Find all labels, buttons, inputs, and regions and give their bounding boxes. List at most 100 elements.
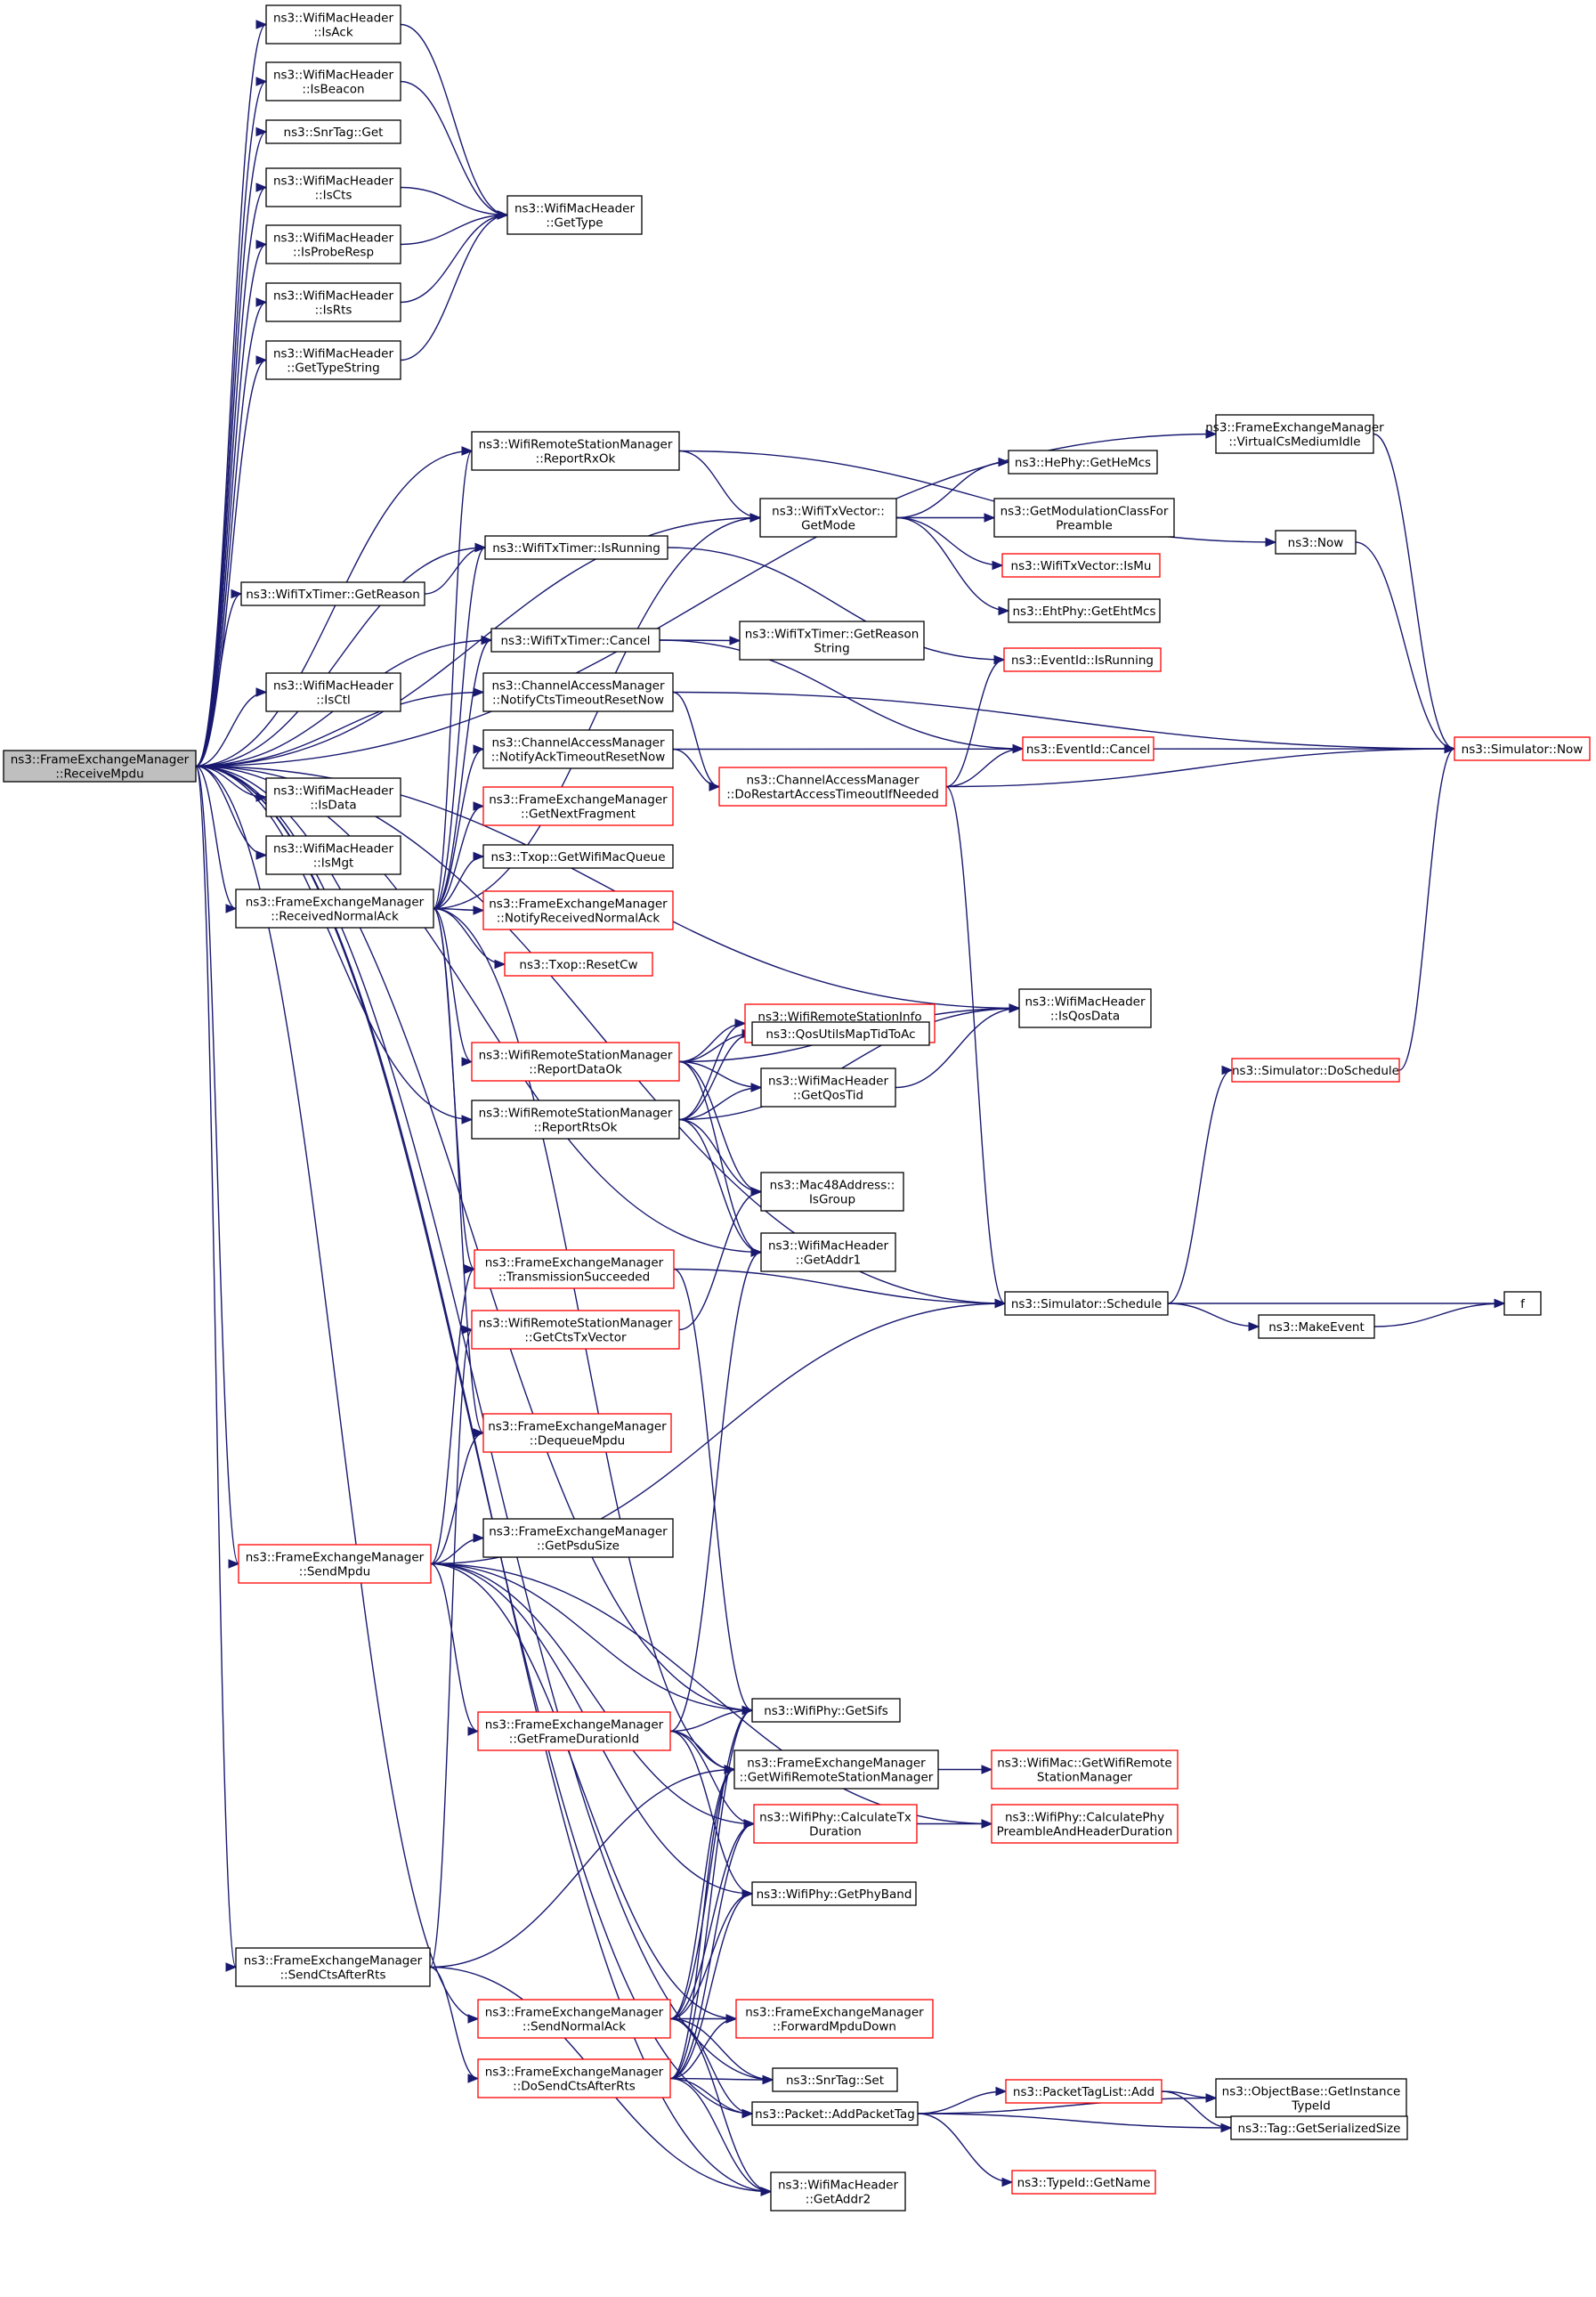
- node-doRestart[interactable]: ns3::ChannelAccessManager::DoRestartAcce…: [718, 767, 947, 807]
- node-isAck[interactable]: ns3::WifiMacHeader::IsAck: [265, 4, 401, 45]
- node-isQosData[interactable]: ns3::WifiMacHeader::IsQosData: [1018, 988, 1152, 1028]
- node-qosUtils[interactable]: ns3::QosUtilsMapTidToAc: [751, 1021, 930, 1046]
- node-label-line: ns3::WifiMacHeader: [273, 679, 394, 694]
- edge-ptlAdd-to-tagGetSer: [1161, 2090, 1233, 2133]
- node-virtualCs[interactable]: ns3::FrameExchangeManager::VirtualCsMedi…: [1205, 414, 1384, 454]
- node-timerGetReason[interactable]: ns3::WifiTxTimer::GetReason: [240, 581, 425, 606]
- node-snrSet[interactable]: ns3::SnrTag::Set: [772, 2067, 898, 2092]
- node-box: [1454, 736, 1591, 761]
- node-label-line: ::GetWifiRemoteStationManager: [740, 1771, 934, 1785]
- node-sendNormalAck[interactable]: ns3::FrameExchangeManager::SendNormalAck: [477, 1999, 671, 2039]
- node-label-line: ns3::Mac48Address::: [770, 1179, 895, 1193]
- node-doSchedule[interactable]: ns3::Simulator::DoSchedule: [1231, 1058, 1400, 1083]
- node-label-line: ns3::SnrTag::Set: [786, 2074, 884, 2088]
- node-getType[interactable]: ns3::WifiMacHeader::GetType: [506, 195, 643, 235]
- edge-virtualCs-to-simNow: [1373, 433, 1456, 754]
- node-snrGet[interactable]: ns3::SnrTag::Get: [265, 119, 401, 144]
- node-isBeacon[interactable]: ns3::WifiMacHeader::IsBeacon: [265, 61, 401, 101]
- edge-doSendCts-to-snrSet: [669, 2074, 774, 2085]
- edge-reportDataOk-to-getAddr1: [678, 1060, 763, 1257]
- node-getPsduSize[interactable]: ns3::FrameExchangeManager::GetPsduSize: [482, 1518, 674, 1558]
- node-notifyAck[interactable]: ns3::ChannelAccessManager::NotifyAckTime…: [482, 729, 674, 769]
- node-now[interactable]: ns3::Now: [1275, 530, 1357, 555]
- node-timerIsRunning[interactable]: ns3::WifiTxTimer::IsRunning: [484, 535, 668, 560]
- node-f[interactable]: f: [1503, 1291, 1542, 1316]
- node-reportDataOk[interactable]: ns3::WifiRemoteStationManager::ReportDat…: [471, 1042, 680, 1082]
- node-reportRxOk[interactable]: ns3::WifiRemoteStationManager::ReportRxO…: [471, 431, 680, 471]
- node-getAddr1[interactable]: ns3::WifiMacHeader::GetAddr1: [760, 1232, 896, 1272]
- node-forwardMpduDown[interactable]: ns3::FrameExchangeManager::ForwardMpduDo…: [735, 1999, 934, 2039]
- node-sendCtsAfterRts[interactable]: ns3::FrameExchangeManager::SendCtsAfterR…: [235, 1947, 431, 1987]
- node-isMu[interactable]: ns3::WifiTxVector::IsMu: [1001, 553, 1161, 578]
- node-label-line: ::GetType: [546, 216, 603, 231]
- node-timerCancel[interactable]: ns3::WifiTxTimer::Cancel: [490, 628, 660, 653]
- node-label-line: ns3::WifiPhy::GetPhyBand: [757, 1887, 912, 1902]
- node-getWifiMacQueue[interactable]: ns3::Txop::GetWifiMacQueue: [482, 844, 674, 869]
- node-doSendCts[interactable]: ns3::FrameExchangeManager::DoSendCtsAfte…: [477, 2058, 671, 2098]
- node-isGroup[interactable]: ns3::Mac48Address::IsGroup: [760, 1172, 904, 1212]
- node-makeEvent[interactable]: ns3::MakeEvent: [1258, 1314, 1375, 1339]
- node-label-line: ns3::WifiRemoteStationManager: [479, 438, 673, 452]
- node-isMgt[interactable]: ns3::WifiMacHeader::IsMgt: [265, 835, 401, 875]
- edge-receivedNormalAck-to-getMode: [433, 513, 762, 910]
- node-box: [265, 119, 401, 144]
- node-getPhyBand[interactable]: ns3::WifiPhy::GetPhyBand: [751, 1881, 917, 1906]
- node-ptlAdd[interactable]: ns3::PacketTagList::Add: [1005, 2079, 1163, 2104]
- node-isRts[interactable]: ns3::WifiMacHeader::IsRts: [265, 282, 401, 322]
- node-simSchedule[interactable]: ns3::Simulator::Schedule: [1004, 1291, 1169, 1316]
- node-box: [1258, 1314, 1375, 1339]
- node-box: [474, 1249, 675, 1289]
- node-resetCw[interactable]: ns3::Txop::ResetCw: [504, 952, 653, 977]
- node-getEhtMcs[interactable]: ns3::EhtPhy::GetEhtMcs: [1008, 598, 1161, 623]
- node-typeGetName[interactable]: ns3::TypeId::GetName: [1011, 2170, 1156, 2195]
- node-getQosTid[interactable]: ns3::WifiMacHeader::GetQosTid: [760, 1067, 896, 1108]
- node-label-line: ns3::FrameExchangeManager: [489, 793, 668, 808]
- node-calcPhyPre[interactable]: ns3::WifiPhy::CalculatePhyPreambleAndHea…: [991, 1804, 1179, 1844]
- node-getAddr2[interactable]: ns3::WifiMacHeader::GetAddr2: [770, 2171, 906, 2212]
- node-getTypeString[interactable]: ns3::WifiMacHeader::GetTypeString: [265, 340, 401, 380]
- node-simNow[interactable]: ns3::Simulator::Now: [1454, 736, 1591, 761]
- edge-root-to-isBeacon: [195, 77, 268, 767]
- node-getSifs[interactable]: ns3::WifiPhy::GetSifs: [751, 1698, 901, 1723]
- edge-getQosTid-to-isQosData: [895, 1003, 1021, 1089]
- node-getHeMcs[interactable]: ns3::HePhy::GetHeMcs: [1008, 450, 1158, 475]
- node-txSucceeded[interactable]: ns3::FrameExchangeManager::TransmissionS…: [474, 1249, 675, 1289]
- node-isCtl[interactable]: ns3::WifiMacHeader::IsCtl: [265, 672, 401, 712]
- node-label-line: ns3::Simulator::Now: [1462, 743, 1584, 757]
- node-tagGetSer[interactable]: ns3::Tag::GetSerializedSize: [1230, 2115, 1408, 2140]
- node-getWRSM[interactable]: ns3::FrameExchangeManager::GetWifiRemote…: [733, 1749, 939, 1790]
- node-label-line: ns3::WifiRemoteStationManager: [479, 1317, 673, 1331]
- node-label-line: ::IsCtl: [316, 694, 351, 708]
- node-getMode[interactable]: ns3::WifiTxVector::GetMode: [759, 498, 897, 538]
- node-getFrameDur[interactable]: ns3::FrameExchangeManager::GetFrameDurat…: [477, 1711, 671, 1751]
- node-notifyCts[interactable]: ns3::ChannelAccessManager::NotifyCtsTime…: [482, 672, 674, 712]
- node-box: [482, 729, 674, 769]
- node-reportRtsOk[interactable]: ns3::WifiRemoteStationManager::ReportRts…: [471, 1100, 680, 1140]
- node-root[interactable]: ns3::FrameExchangeManager::ReceiveMpdu: [3, 750, 197, 783]
- node-label-line: ns3::WifiMacHeader: [273, 175, 394, 189]
- node-getNextFrag[interactable]: ns3::FrameExchangeManager::GetNextFragme…: [482, 786, 674, 826]
- node-isProbeResp[interactable]: ns3::WifiMacHeader::IsProbeResp: [265, 224, 401, 264]
- node-receivedNormalAck[interactable]: ns3::FrameExchangeManager::ReceivedNorma…: [235, 889, 434, 929]
- edge-simSchedule-to-doSchedule: [1167, 1065, 1234, 1304]
- node-eventCancel[interactable]: ns3::EventId::Cancel: [1022, 736, 1154, 761]
- node-eventIsRunning[interactable]: ns3::EventId::IsRunning: [1003, 647, 1162, 672]
- node-sendMpdu[interactable]: ns3::FrameExchangeManager::SendMpdu: [238, 1544, 432, 1584]
- node-getCtsTxVector[interactable]: ns3::WifiRemoteStationManager::GetCtsTxV…: [471, 1310, 680, 1350]
- node-label-line: ::IsBeacon: [302, 83, 364, 97]
- edge-root-to-sendMpdu: [195, 765, 240, 1569]
- node-isCts[interactable]: ns3::WifiMacHeader::IsCts: [265, 167, 401, 207]
- edge-doRestart-to-simSchedule: [945, 785, 1007, 1309]
- node-box: [1230, 2115, 1408, 2140]
- node-macGetWRSM[interactable]: ns3::WifiMac::GetWifiRemoteStationManage…: [991, 1749, 1179, 1790]
- node-addPacketTag[interactable]: ns3::Packet::AddPacketTag: [751, 2101, 919, 2126]
- node-box: [265, 835, 401, 875]
- node-dequeueMpdu[interactable]: ns3::FrameExchangeManager::DequeueMpdu: [482, 1413, 672, 1453]
- node-isData[interactable]: ns3::WifiMacHeader::IsData: [265, 777, 401, 817]
- node-notifyRecvNormalAck[interactable]: ns3::FrameExchangeManager::NotifyReceive…: [482, 890, 674, 930]
- edge-ptlAdd-to-objGetInst: [1161, 2090, 1218, 2103]
